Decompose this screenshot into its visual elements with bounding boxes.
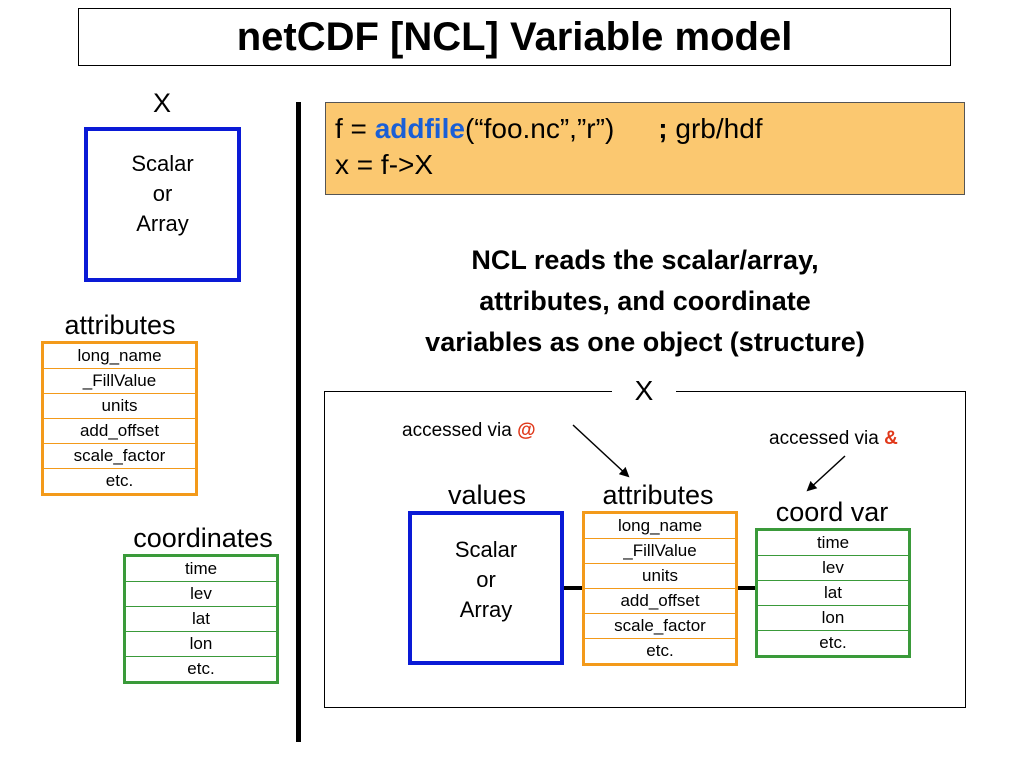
table-row: units [583,563,737,589]
table-row: etc. [42,468,197,495]
code-function: addfile [374,113,465,144]
table-cell: add_offset [583,588,737,614]
note-line-1: NCL reads the scalar/array, [471,245,819,275]
left-box-line-2: or [152,181,173,206]
values-scalar-array-box: Scalar or Array [408,511,564,665]
table-cell: etc. [42,468,197,495]
accessed-via-amp-text: accessed via [769,428,885,449]
coord-var-label: coord var [775,497,889,527]
description-note: NCL reads the scalar/array, attributes, … [345,240,945,363]
connector-values-attributes [564,586,583,590]
left-coordinates-table: time lev lat lon etc. [123,554,279,684]
left-box-line-1: Scalar [131,151,194,176]
object-coords-table: time lev lat lon etc. [755,528,911,658]
left-variable-name: X [152,88,171,118]
arrow-to-coord-var [806,455,846,492]
code-box: f = addfile(“foo.nc”,”r”); grb/hdf x = f… [325,102,965,195]
left-attributes-table: long_name _FillValue units add_offset sc… [41,341,198,496]
page-title: netCDF [NCL] Variable model [78,8,951,66]
connector-attributes-coords [738,586,756,590]
at-symbol: @ [517,420,536,441]
table-row: scale_factor [583,613,737,639]
table-cell: etc. [583,638,737,665]
object-attributes-table: long_name _FillValue units add_offset sc… [582,511,738,666]
table-row: etc. [124,656,278,683]
table-cell: long_name [583,512,737,539]
left-box-line-3: Array [136,211,189,236]
table-row: add_offset [583,588,737,614]
table-cell: lev [756,555,910,581]
code-comment: grb/hdf [667,113,763,144]
object-name-label: X [612,376,676,406]
amp-symbol: & [884,428,898,449]
table-row: lon [756,605,910,631]
left-attributes-label: attributes [64,310,176,340]
table-cell: lon [124,631,278,657]
note-line-3: variables as one object (structure) [425,327,865,357]
accessed-via-at: accessed via @ [402,420,536,442]
table-row: lev [124,581,278,607]
table-cell: etc. [756,630,910,657]
table-row: time [756,529,910,556]
code-line-1: f = addfile(“foo.nc”,”r”); grb/hdf [335,111,964,147]
table-cell: add_offset [42,418,197,444]
code-prefix: f = [335,113,375,144]
table-cell: lat [756,580,910,606]
code-args: (“foo.nc”,”r”) [464,113,615,144]
values-box-line-2: or [476,567,496,592]
arrow-to-attributes [572,424,630,478]
table-row: etc. [756,630,910,657]
note-line-2: attributes, and coordinate [479,286,811,316]
values-box-line-3: Array [459,597,513,622]
table-cell: units [583,563,737,589]
table-cell: lev [124,581,278,607]
table-row: add_offset [42,418,197,444]
table-cell: scale_factor [583,613,737,639]
table-row: lon [124,631,278,657]
table-row: _FillValue [583,538,737,564]
code-semicolon: ; [658,113,668,144]
values-box-line-1: Scalar [454,537,518,562]
values-label: values [447,480,527,510]
object-attributes-label: attributes [602,480,714,510]
accessed-via-at-text: accessed via [402,420,518,441]
table-cell: _FillValue [583,538,737,564]
table-cell: time [756,529,910,556]
table-row: long_name [583,512,737,539]
vertical-divider [296,102,301,742]
table-row: lev [756,555,910,581]
left-scalar-array-box: Scalar or Array [84,127,241,282]
code-line-2: x = f->X [335,149,434,180]
table-row: etc. [583,638,737,665]
left-coordinates-label: coordinates [133,523,273,553]
table-cell: scale_factor [42,443,197,469]
table-cell: lon [756,605,910,631]
table-row: lat [756,580,910,606]
table-cell: etc. [124,656,278,683]
accessed-via-amp: accessed via & [769,428,898,450]
table-row: scale_factor [42,443,197,469]
